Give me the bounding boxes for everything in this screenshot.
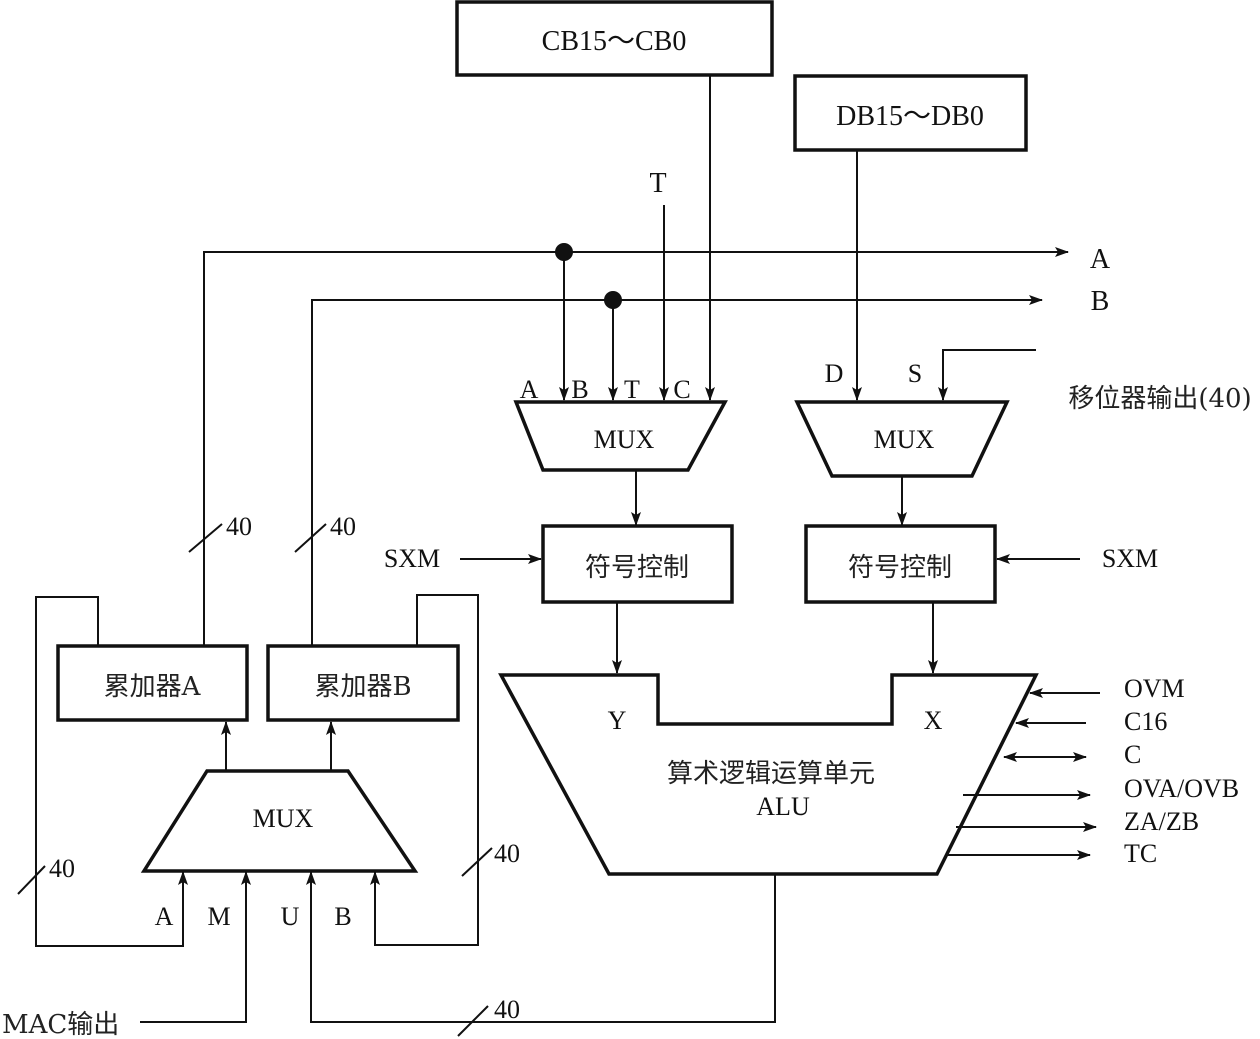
mux-bottom-input-m: M [207, 902, 230, 931]
mux-right-input-label-d: D [825, 359, 844, 388]
alu-port-y: Y [608, 706, 627, 735]
signal-za-zb: ZA/ZB [1124, 807, 1199, 836]
alu-output-wire [306, 871, 776, 1023]
acc-a-feedback-wire [35, 596, 188, 947]
mux-bottom-input-a: A [155, 902, 174, 931]
bus-b-line [311, 295, 1043, 645]
bus-width-alu-out: 40 [494, 995, 520, 1024]
mux-bottom-input-u: U [281, 902, 300, 931]
mac-output-wire [140, 871, 251, 1023]
mux-right-label: MUX [874, 425, 935, 454]
signal-ovm: OVM [1124, 674, 1185, 703]
accumulator-a: 累加器A [56, 644, 249, 722]
alu-block: Y X 算术逻辑运算单元 ALU [498, 673, 1039, 876]
bus-width-acc-b: 40 [330, 512, 356, 541]
sign-control-right: 符号控制 [804, 524, 997, 604]
t-input-label: T [649, 168, 666, 199]
sxm-left-label: SXM [384, 544, 440, 573]
mux-left-input-label-c: C [673, 375, 690, 404]
mux-left-label: MUX [594, 425, 655, 454]
sign-control-left: 符号控制 [541, 524, 734, 604]
accumulator-b: 累加器B [266, 644, 460, 722]
signal-tc: TC [1124, 839, 1157, 868]
mac-output-label: MAC输出 [2, 1010, 119, 1039]
bus-a-line [203, 247, 1069, 645]
mux-left-input-label-a: A [520, 375, 539, 404]
mux-left: MUX A B T C [513, 375, 728, 472]
bus-width-acc-a: 40 [226, 512, 252, 541]
acc-b-feedback-wire [370, 594, 479, 946]
cb-bus-box: CB15～CB0 [455, 0, 774, 77]
mux-right-input-s-wire [938, 349, 1036, 401]
sxm-right-label: SXM [1102, 544, 1158, 573]
sign-control-right-label: 符号控制 [848, 553, 952, 583]
bus-width-loop-b: 40 [494, 839, 520, 868]
mux-right: MUX D S [794, 359, 1010, 478]
mux-bottom-input-b: B [334, 902, 351, 931]
bus-width-loop-a: 40 [49, 854, 75, 883]
db-bus-label: DB15～DB0 [836, 101, 984, 132]
accumulator-b-label: 累加器B [314, 672, 411, 702]
signal-c: C [1124, 740, 1141, 769]
mux-left-input-label-b: B [571, 375, 588, 404]
accumulator-a-label: 累加器A [104, 672, 202, 702]
signal-c16: C16 [1124, 707, 1167, 736]
mux-bottom-label: MUX [253, 804, 314, 833]
bus-b-label: B [1091, 286, 1110, 317]
mux-left-input-label-t: T [624, 375, 640, 404]
alu-port-x: X [924, 706, 943, 735]
bus-a-label: A [1090, 244, 1111, 275]
sign-control-left-label: 符号控制 [585, 553, 689, 583]
signal-ova-ovb: OVA/OVB [1124, 774, 1239, 803]
mux-bottom: MUX [140, 769, 419, 873]
cb-bus-label: CB15～CB0 [542, 26, 687, 57]
mux-right-input-label-s: S [908, 359, 922, 388]
alu-label-cn: 算术逻辑运算单元 [667, 759, 875, 789]
shifter-output-label: 移位器输出(40) [1068, 384, 1251, 414]
db-bus-box: DB15～DB0 [793, 74, 1028, 152]
alu-label-en: ALU [756, 792, 810, 821]
bus-width-marks: 40 40 40 40 40 [17, 512, 520, 1037]
